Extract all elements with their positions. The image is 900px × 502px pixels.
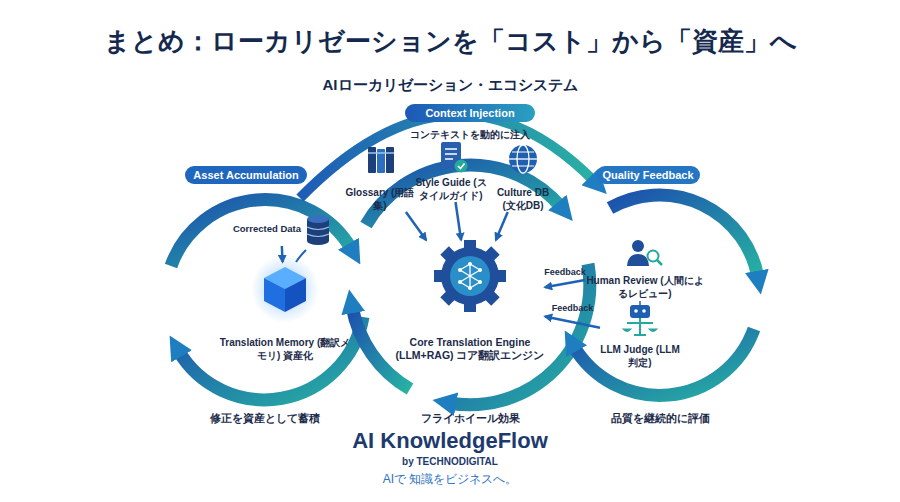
- flow-arrow: [281, 246, 284, 262]
- globe: [509, 145, 537, 173]
- book: [368, 147, 376, 173]
- book: [386, 147, 394, 173]
- flow-arrow: [496, 212, 508, 240]
- database-icon: [307, 215, 329, 245]
- gear-body: [441, 247, 499, 305]
- cylinder-bottom: [307, 237, 329, 245]
- node-label: Corrected Data: [233, 223, 301, 235]
- text-label: by TECHNODIGITAL: [402, 456, 498, 467]
- neural-dot: [458, 280, 462, 284]
- reviewer-icon: [627, 240, 662, 266]
- style-guide-icon: [441, 142, 468, 173]
- neural-dot: [478, 280, 482, 284]
- node-label: Translation Memory (翻訳メモリ) 資産化: [215, 337, 355, 362]
- pill-label: Context Injection: [425, 107, 514, 119]
- memory-node: Translation Memory (翻訳メモリ) 資産化: [215, 262, 355, 362]
- pill-label: Asset Accumulation: [193, 169, 298, 181]
- cube-left: [264, 278, 285, 312]
- magnifier-handle: [657, 260, 662, 265]
- robot-head: [630, 305, 650, 318]
- globe-equator: [509, 158, 537, 159]
- data-node: Corrected Data: [232, 212, 330, 246]
- flow-arrow: [456, 202, 462, 240]
- magnifier-lens: [648, 251, 659, 262]
- check-mark: [458, 164, 465, 169]
- neural-lines: [460, 264, 480, 288]
- cylinder-band: [307, 227, 329, 237]
- check-badge: [455, 160, 468, 173]
- glossary-icon: [368, 147, 394, 173]
- stage-pill: Quality Feedback: [596, 166, 700, 184]
- text-label: コンテキストを動的に注入: [410, 128, 530, 142]
- cylinder-top: [307, 215, 329, 223]
- text-label: 修正を資産として蓄積: [210, 412, 320, 426]
- resource-node: Culture DB (文化DB): [490, 140, 556, 212]
- neural-dot: [468, 262, 472, 266]
- node-label: Culture DB (文化DB): [490, 187, 556, 212]
- node-label: Glossary (用語集): [345, 187, 415, 212]
- neural-dot: [478, 268, 482, 272]
- gear-core: [450, 256, 490, 296]
- neural-dot: [458, 268, 462, 272]
- left-ring-arc: [171, 200, 352, 266]
- stage-pill: Asset Accumulation: [185, 166, 307, 184]
- node-label: LLM Judge (LLM判定): [600, 344, 680, 369]
- gear-icon: [434, 240, 506, 312]
- left-ring-arc: [178, 317, 363, 400]
- neural-dot: [468, 286, 472, 290]
- cube-icon: [251, 255, 319, 323]
- person-head: [632, 240, 644, 252]
- text-label: AIで 知識をビジネスへ。: [383, 471, 518, 488]
- node-label: Style Guide (スタイルガイド): [415, 177, 487, 202]
- globe-parallel: [512, 152, 534, 153]
- book-band: [368, 152, 394, 154]
- person-body: [627, 254, 649, 266]
- text-label: AI KnowledgeFlow: [352, 428, 548, 454]
- judge-robot-icon: [623, 301, 657, 335]
- stage-pill: Context Injection: [405, 104, 535, 122]
- robot-antenna: [639, 301, 641, 305]
- robot-eye: [642, 309, 646, 313]
- flow-arrow: [545, 280, 585, 287]
- right-ring-arc: [610, 195, 758, 278]
- flow-arrow: [545, 316, 600, 327]
- flywheel-rings: [171, 165, 758, 405]
- document-line: [445, 153, 457, 155]
- document-line: [445, 148, 457, 150]
- cube-right: [285, 278, 306, 312]
- edge-label: Feedback: [544, 267, 586, 277]
- scale-pans: [623, 329, 657, 332]
- scale-base: [634, 334, 646, 336]
- cube-glow: [251, 255, 319, 323]
- robot-eye: [634, 309, 638, 313]
- resource-node: Style Guide (スタイルガイド): [415, 140, 487, 202]
- flow-arrow: [406, 212, 426, 240]
- text-label: フライホイール効果: [421, 412, 520, 426]
- resource-node: Glossary (用語集): [345, 140, 415, 212]
- text-label: AIローカリゼーション・エコシステム: [323, 76, 578, 95]
- center-ring-arc: [449, 264, 590, 405]
- center-ring-arc: [352, 306, 410, 389]
- scale-post: [639, 318, 641, 335]
- globe-parallel: [512, 166, 534, 167]
- review-node: Human Review (人間によるレビュー): [585, 238, 705, 300]
- engine-node: Core Translation Engine (LLM+RAG) コア翻訳エン…: [395, 240, 545, 362]
- text-label: 品質を継続的に評価: [611, 412, 710, 426]
- globe-icon: [509, 145, 537, 173]
- node-label: Core Translation Engine (LLM+RAG) コア翻訳エン…: [395, 336, 545, 362]
- judge-node: LLM Judge (LLM判定): [600, 303, 680, 369]
- edge-label: Feedback: [552, 303, 594, 313]
- gear-teeth: [434, 240, 506, 312]
- pill-label: Quality Feedback: [602, 169, 693, 181]
- right-ring-arc: [573, 329, 754, 395]
- document-line: [445, 158, 453, 160]
- scale-beam: [627, 322, 653, 324]
- node-label: Human Review (人間によるレビュー): [585, 275, 705, 300]
- diagram-title: まとめ：ローカリゼーションを「コスト」から「資産」へ: [0, 24, 900, 59]
